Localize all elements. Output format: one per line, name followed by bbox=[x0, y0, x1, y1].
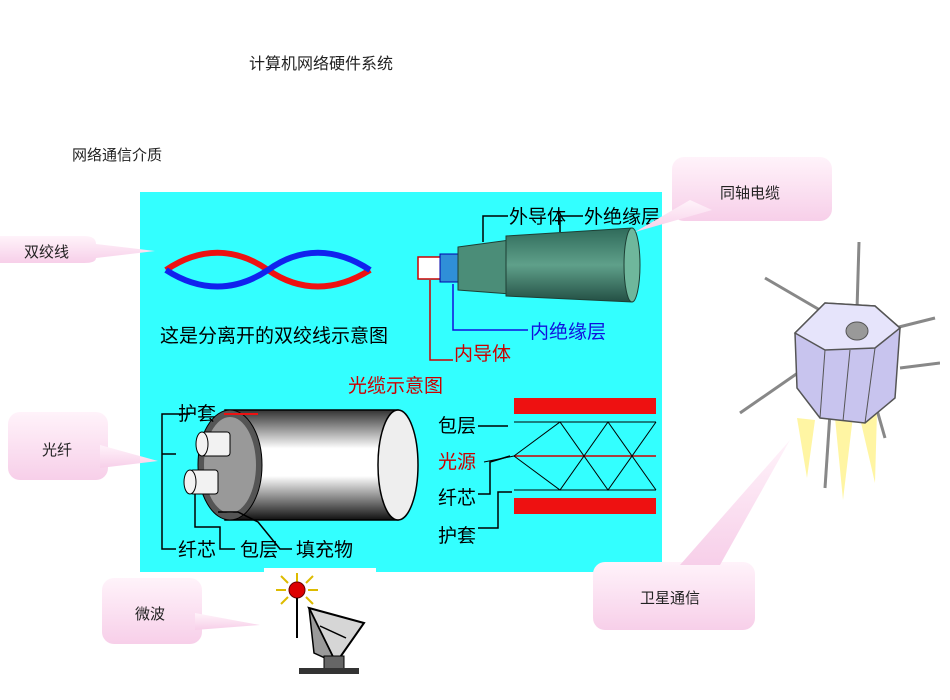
label-core-2: 纤芯 bbox=[438, 487, 476, 509]
page-title: 计算机网络硬件系统 bbox=[249, 54, 394, 73]
label-light-source: 光源 bbox=[438, 451, 476, 473]
callout-fiber-shape bbox=[8, 412, 158, 480]
callout-fiber: 光纤 bbox=[42, 441, 73, 459]
fiber-cable-leaders bbox=[161, 413, 292, 550]
label-inner-insulation: 内绝缘层 bbox=[530, 321, 606, 343]
callout-microwave-shape bbox=[102, 578, 260, 644]
coax-blue-leader bbox=[452, 284, 528, 331]
label-jacket-2: 护套 bbox=[438, 525, 476, 547]
callout-satellite: 卫星通信 bbox=[640, 589, 701, 607]
label-inner-conductor: 内导体 bbox=[454, 343, 511, 365]
section-subtitle: 网络通信介质 bbox=[72, 146, 163, 164]
callout-microwave: 微波 bbox=[135, 605, 166, 623]
twisted-pair-illustration bbox=[164, 249, 372, 290]
coax-leader-lines bbox=[482, 215, 583, 242]
label-outer-conductor: 外导体 bbox=[509, 206, 566, 228]
transmission-media-diagram: 这是分离开的双绞线示意图 外导体 外绝缘层 内绝缘层 内导体 光缆示意图 bbox=[140, 192, 662, 572]
coax-cable-illustration bbox=[417, 227, 641, 303]
label-jacket: 护套 bbox=[178, 403, 216, 425]
label-core: 纤芯 bbox=[178, 539, 216, 561]
label-outer-insulation: 外绝缘层 bbox=[584, 206, 660, 228]
fiber-cable-title: 光缆示意图 bbox=[348, 375, 443, 397]
coax-red-leader bbox=[429, 280, 453, 361]
label-cladding-2: 包层 bbox=[438, 415, 476, 437]
fiber-principle-leaders bbox=[478, 425, 512, 529]
label-cladding: 包层 bbox=[240, 539, 278, 561]
fiber-cable-illustration bbox=[183, 409, 419, 521]
fiber-principle-illustration bbox=[483, 398, 657, 514]
callout-twisted-pair: 双绞线 bbox=[24, 243, 70, 261]
callout-coax: 同轴电缆 bbox=[720, 184, 781, 202]
microwave-dish-icon bbox=[264, 568, 376, 678]
label-filler: 填充物 bbox=[296, 539, 353, 561]
twisted-pair-caption: 这是分离开的双绞线示意图 bbox=[160, 325, 388, 347]
satellite-icon bbox=[739, 241, 940, 500]
